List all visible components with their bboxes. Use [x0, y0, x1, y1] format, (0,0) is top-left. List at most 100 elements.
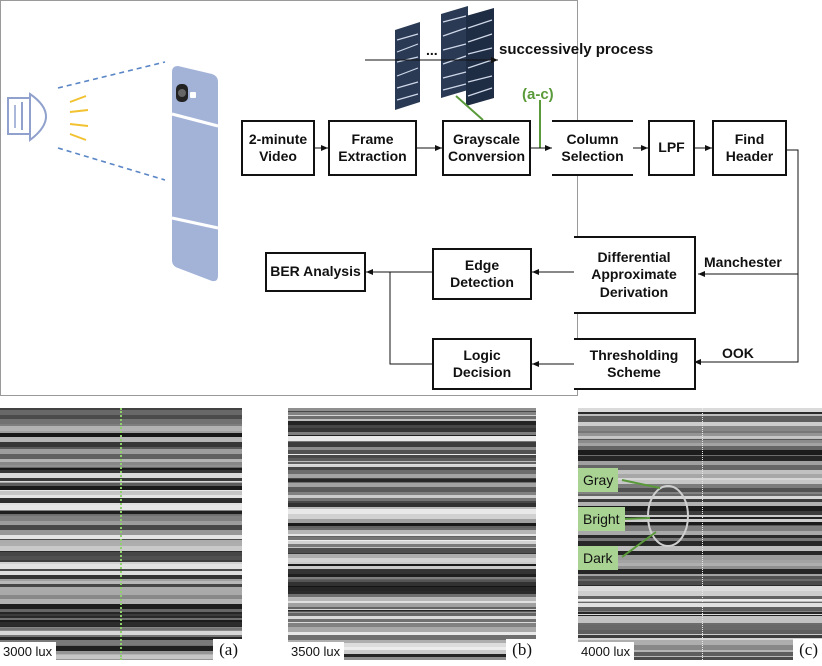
stripe-band [578, 408, 822, 412]
stripe-band [288, 487, 536, 492]
manchester-label: Manchester [704, 254, 782, 270]
panel-c: Gray Bright Dark 4000 lux (c) [578, 408, 822, 660]
block-ber-analysis: BER Analysis [265, 252, 366, 292]
stripe-band [288, 454, 536, 455]
stripe-band [288, 569, 536, 574]
stripe-band [578, 563, 822, 566]
stripe-band [578, 511, 822, 515]
stripe-band [288, 450, 536, 454]
stripe-band [578, 422, 822, 426]
stripe-band [288, 498, 536, 501]
stripe-band [288, 597, 536, 598]
stripe-band [578, 574, 822, 576]
stripe-band [288, 519, 536, 523]
stripe-band [578, 623, 822, 625]
stripe-band [578, 640, 822, 645]
stripe-band [288, 435, 536, 436]
stripe-band [288, 441, 536, 442]
stripe-band [578, 645, 822, 650]
block-label: Thresholding Scheme [589, 346, 679, 381]
block-label: Grayscale Conversion [447, 130, 525, 165]
stripe-band [288, 447, 536, 450]
stripe-band [288, 603, 536, 607]
block-label: Column Selection [561, 130, 624, 165]
stripe-band [578, 412, 822, 414]
stripe-band [288, 428, 536, 432]
stripe-band [578, 638, 822, 640]
stripe-band [288, 425, 536, 428]
stripe-band [288, 591, 536, 594]
stripe-band [578, 612, 822, 614]
stripe-band [288, 587, 536, 591]
stripe-band [288, 540, 536, 541]
stripe-band [288, 492, 536, 495]
lux-label: 4000 lux [578, 642, 635, 660]
stripe-band [578, 519, 822, 522]
stripe-band [578, 478, 822, 480]
lux-label: 3500 lux [288, 642, 345, 660]
stripe-band [578, 576, 822, 579]
stripe-band [288, 635, 536, 640]
stripe-band [578, 488, 822, 492]
lamp-phone-illustration [7, 61, 219, 282]
stripe-band [288, 412, 536, 415]
block-lpf: LPF [648, 120, 695, 176]
flowchart-frame [0, 0, 578, 396]
stripe-band [578, 634, 822, 635]
stripe-band [288, 465, 536, 467]
smartphone-icon [171, 66, 219, 282]
stripe-band [578, 599, 822, 601]
stripe-band [288, 421, 536, 425]
stripe-band [288, 474, 536, 478]
stripe-band [288, 558, 536, 562]
stripe-band [288, 616, 536, 619]
block-label: Frame Extraction [338, 130, 407, 165]
stripe-band [288, 411, 536, 412]
stripe-band [288, 528, 536, 530]
stripe-band [288, 462, 536, 464]
stripe-band [288, 612, 536, 613]
block-logic-decision: Logic Decision [432, 338, 532, 390]
stripe-band [578, 417, 822, 422]
stripe-band [578, 614, 822, 615]
block-label: 2-minute Video [248, 130, 308, 165]
block-edge-detection: Edge Detection [432, 248, 532, 300]
stripe-band [578, 443, 822, 446]
block-differential-approximate-derivation: Differential Approximate Derivation [574, 236, 696, 314]
stripe-band [288, 657, 536, 660]
stripe-band [578, 517, 822, 519]
stripe-band [578, 456, 822, 461]
stripe-band [578, 446, 822, 450]
stripe-band [578, 494, 822, 496]
block-label: Differential Approximate Derivation [591, 248, 677, 300]
callout-bright: Bright [578, 507, 625, 531]
stripe-band [288, 501, 536, 503]
stripe-band [288, 467, 536, 470]
stripe-band [578, 431, 822, 433]
stripe-band [288, 461, 536, 462]
stripe-band [578, 480, 822, 484]
block-grayscale-conversion: Grayscale Conversion [442, 120, 531, 176]
stripe-band [578, 436, 822, 438]
stripe-band [578, 652, 822, 656]
stripe-band [288, 579, 536, 580]
stripe-band [288, 544, 536, 547]
stripe-band [578, 581, 822, 585]
stripe-image-b [288, 408, 536, 660]
stripe-band [288, 601, 536, 603]
stripe-band [578, 596, 822, 599]
stripe-band [288, 541, 536, 544]
stripe-band [288, 623, 536, 627]
stripe-band [288, 509, 536, 514]
stripe-band [578, 426, 822, 431]
stripe-band [288, 610, 536, 611]
stripe-band [578, 615, 822, 616]
stripe-band [288, 534, 536, 536]
stripe-band [578, 535, 822, 538]
stripe-band [288, 580, 536, 582]
stripe-band [288, 613, 536, 616]
stripe-band [578, 601, 822, 602]
block-thresholding-scheme: Thresholding Scheme [574, 338, 696, 390]
stripe-band [288, 530, 536, 534]
stripe-band [288, 415, 536, 416]
